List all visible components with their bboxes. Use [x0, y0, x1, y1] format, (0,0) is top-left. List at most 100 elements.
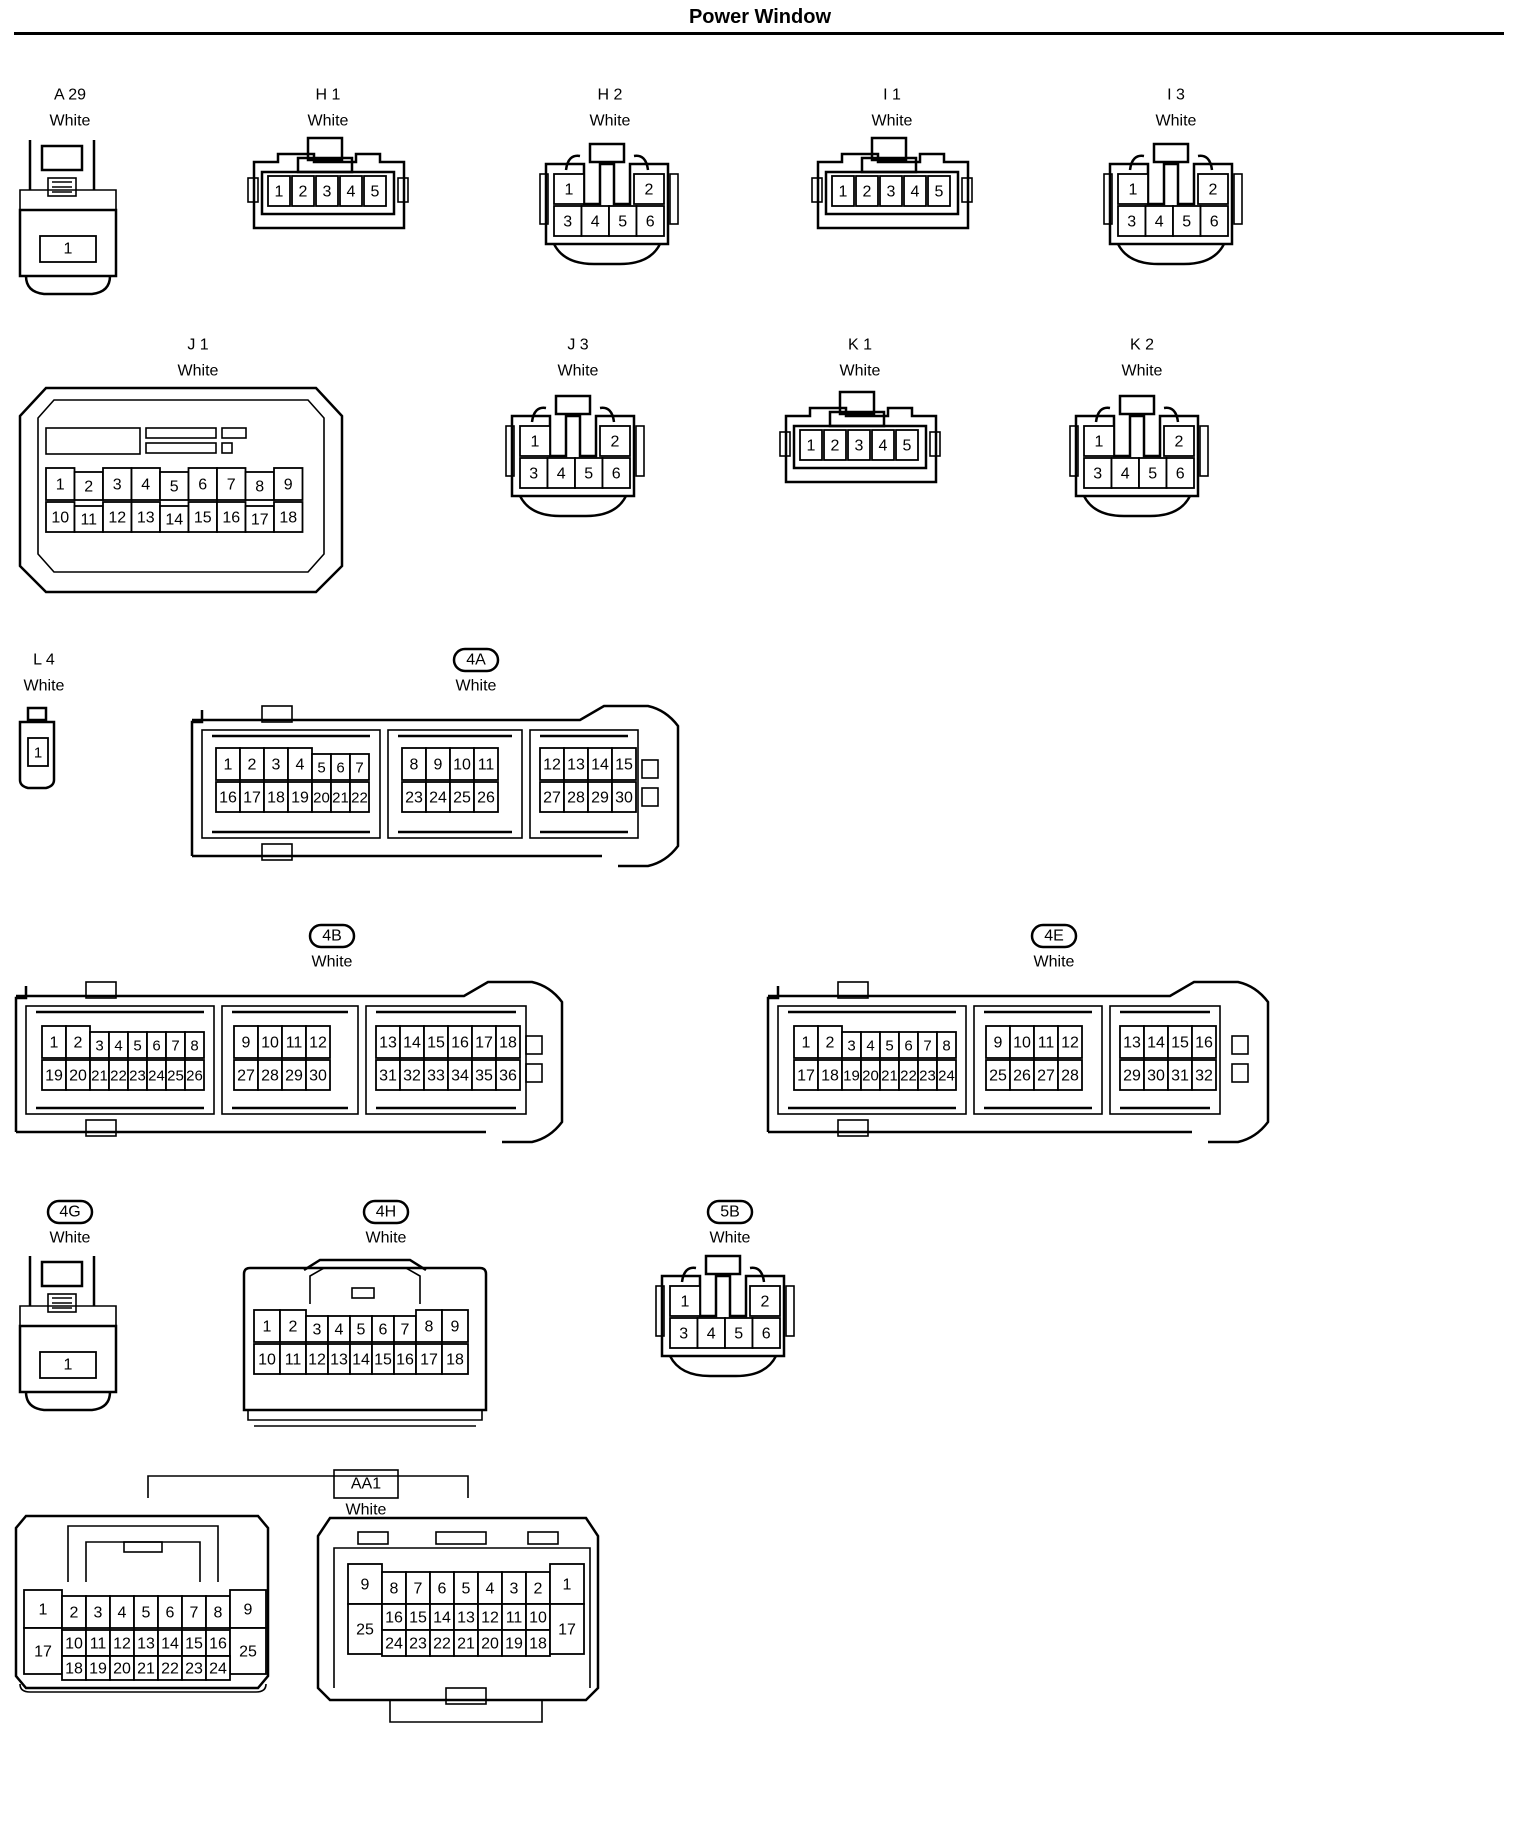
- connector-id: 4G: [59, 1204, 80, 1221]
- pin-label: 35: [475, 1068, 493, 1085]
- connector-id: I 1: [883, 87, 901, 104]
- pin-label: 18: [499, 1035, 517, 1052]
- pin-label: 15: [185, 1636, 203, 1653]
- pin-label: 13: [330, 1352, 348, 1369]
- pin-label: 33: [427, 1068, 445, 1085]
- pin-label: 11: [285, 1352, 302, 1369]
- connector-id: A 29: [54, 87, 86, 104]
- pin-label: 15: [194, 510, 212, 527]
- pin-label: 19: [505, 1636, 523, 1653]
- pin-label: 28: [567, 790, 585, 807]
- pin-label: 13: [379, 1035, 397, 1052]
- pin-label: 3: [1093, 466, 1102, 483]
- pin-label: 16: [222, 510, 240, 527]
- pin-label: 14: [433, 1610, 451, 1627]
- pin-label: 6: [1210, 214, 1219, 231]
- pin-label: 2: [761, 1294, 770, 1311]
- pin-label: 21: [332, 790, 349, 807]
- pin-label: 15: [615, 757, 633, 774]
- pin-label: 7: [171, 1038, 179, 1055]
- pin-label: 14: [161, 1636, 179, 1653]
- pin-label: 8: [214, 1605, 223, 1622]
- connector-id: 4H: [376, 1204, 396, 1221]
- pin-label: 15: [374, 1352, 392, 1369]
- pin-label: 9: [361, 1577, 370, 1594]
- pin-label: 7: [414, 1581, 423, 1598]
- pin-label: 2: [70, 1605, 79, 1622]
- pin-label: 18: [821, 1068, 839, 1085]
- badge-box: [333, 1469, 399, 1499]
- pin-label: 21: [881, 1068, 898, 1085]
- connector-color: White: [590, 113, 631, 130]
- pin-label: 6: [152, 1038, 160, 1055]
- pin-label: 4: [1155, 214, 1164, 231]
- pin-label: 17: [797, 1068, 815, 1085]
- pin-label: 31: [1171, 1068, 1189, 1085]
- pin-label: 2: [826, 1035, 835, 1052]
- pin-label: 2: [831, 438, 840, 455]
- pin-label: 4: [911, 184, 920, 201]
- pin-label: 21: [137, 1661, 155, 1678]
- pin-label: 5: [935, 184, 944, 201]
- pin-label: 1: [531, 434, 540, 451]
- pin-label: 3: [563, 214, 572, 231]
- pin-label: 19: [89, 1661, 107, 1678]
- pin-label: 19: [45, 1068, 63, 1085]
- pin-label: 21: [91, 1068, 108, 1085]
- connector-color: White: [1122, 363, 1163, 380]
- pin-label: 4: [879, 438, 888, 455]
- pin-label: 13: [1123, 1035, 1141, 1052]
- pin-label: 22: [110, 1068, 127, 1085]
- pin-label: 3: [855, 438, 864, 455]
- pin-label: 16: [1195, 1035, 1213, 1052]
- connector-id: K 1: [848, 337, 872, 354]
- pin-label: 4: [591, 214, 600, 231]
- connector-a29: 1: [18, 140, 118, 296]
- pin-label: 20: [313, 790, 330, 807]
- pin-label: 10: [258, 1352, 276, 1369]
- pin-label: 11: [1038, 1035, 1055, 1052]
- connector-color: White: [1034, 954, 1075, 971]
- pin-label: 23: [409, 1636, 427, 1653]
- pin-label: 6: [1176, 466, 1185, 483]
- connector-color: White: [50, 1230, 91, 1247]
- connector-id: I 3: [1167, 87, 1185, 104]
- connector-id: L 4: [33, 652, 55, 669]
- pin-label: 11: [90, 1636, 107, 1653]
- pin-label: 3: [510, 1581, 519, 1598]
- pin-label: 7: [401, 1322, 410, 1339]
- connector-color: White: [308, 113, 349, 130]
- pin-label: 6: [336, 760, 344, 777]
- pin-label: 23: [405, 790, 423, 807]
- pin-label: 1: [275, 184, 284, 201]
- connector-id: 4E: [1044, 928, 1064, 945]
- pin-label: 2: [1209, 182, 1218, 199]
- pin-label: 21: [457, 1636, 475, 1653]
- badge-oval: [308, 923, 356, 949]
- pin-label: 3: [113, 477, 122, 494]
- pin-label: 11: [286, 1035, 303, 1052]
- connector-color: White: [558, 363, 599, 380]
- pin-label: 4: [335, 1322, 344, 1339]
- pin-label: 31: [379, 1068, 397, 1085]
- pin-label: 13: [137, 510, 155, 527]
- connector-label: 4E White: [1030, 923, 1078, 971]
- pin-label: 25: [356, 1622, 374, 1639]
- pin-label: 7: [923, 1038, 931, 1055]
- pin-label: 24: [938, 1068, 955, 1085]
- pin-label: 27: [237, 1068, 255, 1085]
- pin-label: 18: [279, 510, 297, 527]
- pin-label: 22: [161, 1661, 179, 1678]
- connector-id: H 2: [598, 87, 623, 104]
- pin-label: 23: [185, 1661, 203, 1678]
- pin-label: 1: [807, 438, 816, 455]
